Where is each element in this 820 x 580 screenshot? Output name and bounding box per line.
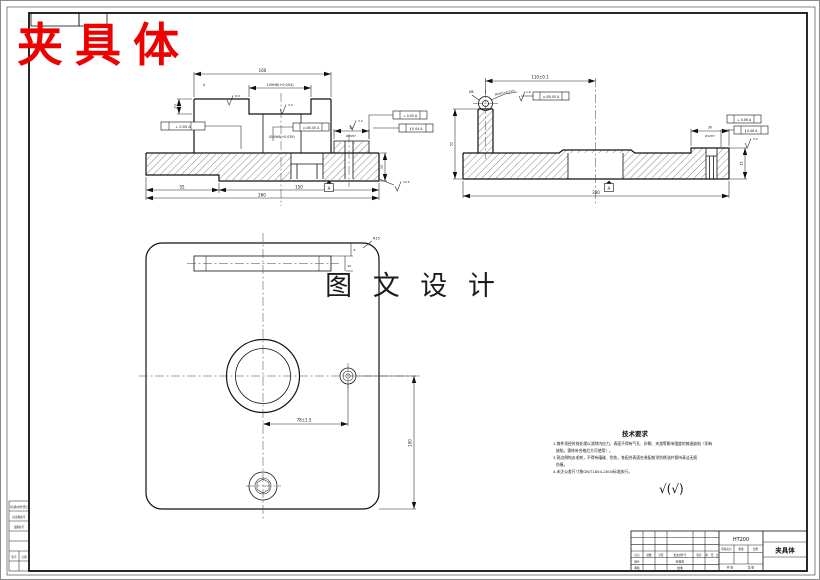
tb-stage: 阶段标记 (721, 547, 732, 551)
dim-overall-width: 160 (259, 68, 267, 73)
svg-text:⊥ 0.05 A: ⊥ 0.05 A (403, 114, 418, 118)
dim-boss-hole: Ø20H7 (346, 133, 356, 138)
tb-col-zone: 分区 (658, 553, 664, 557)
drawing-frame (6, 6, 816, 576)
edge-row-2: 旧底图总号 (13, 515, 26, 519)
gdt-frame-perpendicularity-2: ⊥ 0.05 A (368, 110, 428, 139)
gdt-frame-parallelism-side: ∥ 0.06 A (720, 125, 769, 147)
svg-text:3.2: 3.2 (288, 103, 293, 107)
svg-text:∥ 0.04 A: ∥ 0.04 A (410, 127, 424, 131)
gdt-frame-perpendicularity-side: ⊥ 0.06 A (726, 114, 762, 124)
svg-text:12.5: 12.5 (403, 180, 410, 184)
svg-text:6.3: 6.3 (235, 94, 240, 98)
tb-col-date: 年、月、日 (706, 553, 719, 557)
dim-boss-30: 30 (349, 126, 353, 130)
part-title: 夹具体 (17, 18, 191, 72)
svg-text:⊥ 0.06 A: ⊥ 0.06 A (737, 118, 752, 122)
tech-req-line-3: 3.锐边倒钝去毛刺，不得有磕碰、划伤，各配合表面在装配前涂防锈油并保持清洁无损 (553, 455, 697, 460)
technical-requirements: 技术要求 1.铸件须经时效处理以消除内应力，表面不得有气孔、砂眼、夹渣等影响强度… (553, 429, 712, 474)
tech-req-title: 技术要求 (622, 429, 649, 438)
roughness-1-6-pin: 1.6 (518, 90, 531, 102)
tb-standardize: 标准化 (676, 560, 685, 564)
roughness-3-2-boss: 3.2 (349, 119, 363, 131)
svg-text:A: A (608, 186, 611, 191)
datum-a-side: A (604, 180, 614, 192)
tech-req-line-1: 1.铸件须经时效处理以消除内应力，表面不得有气孔、砂眼、夹渣等影响强度的铸造缺陷… (553, 441, 712, 446)
dim-edge-4: 4 (203, 83, 206, 87)
side-section-view: 110±0.1 Ø8 Ø8H7(+0.015) 1.6 ◎ Ø0.05 A 52… (450, 75, 769, 206)
dim-slot-25: 25 (348, 264, 352, 268)
tb-sheet-no: 第 张 (748, 566, 755, 570)
edge-row-1: 借(通)用件登记 (10, 505, 28, 509)
watermark: 图 文 设 计 (325, 271, 501, 302)
dim-plate-15: 15 (380, 165, 384, 169)
plan-view: 78±1.5 100 R15 8 25 (139, 233, 421, 521)
title-strip-cell-2 (78, 12, 108, 27)
dim-100-vert: 100 (408, 439, 413, 447)
roughness-12-5-bottom: 12.5 (378, 178, 410, 192)
gdt-frame-position-pin: ◎ Ø0.05 A (521, 91, 570, 101)
gdt-frame-concentricity: ◎ Ø0.05 A (272, 122, 330, 141)
tb-audit: 审核 (634, 566, 640, 570)
tb-material: HT200 (733, 537, 749, 543)
dim-55: 55 (179, 185, 185, 190)
tb-col-count: 处数 (646, 553, 652, 557)
surface-finish-note: √(√) (659, 482, 684, 496)
front-section-view: 160 100H8(+0.054) 4 20 Ø40H8(+0.039) 30 … (145, 68, 434, 206)
dim-boss-30-side: 30 (708, 126, 712, 130)
dim-pin-d8: Ø8 (469, 89, 474, 94)
tb-col-signature: 签名 (696, 553, 702, 557)
dim-corner-r15: R15 (373, 237, 380, 241)
tb-col-mark: 标记 (634, 553, 640, 557)
svg-text:1.6: 1.6 (526, 90, 531, 94)
dim-330: 330 (592, 190, 600, 195)
tech-req-line-2: 缺陷，需修补合格后方可使用）。 (556, 448, 613, 453)
binding-edge-table: 借(通)用件登记 旧底图总号 底图总号 签字 日期 (8, 500, 30, 572)
title-block: 标记 处数 分区 更改文件号 签名 年、月、日 设计 审核 标准化 批准 HT2… (630, 530, 808, 572)
dim-150: 150 (295, 185, 303, 190)
tb-part-name: 夹具体 (775, 546, 795, 555)
gdt-frame-perpendicularity-1: ⊥ 0.05 A (160, 121, 242, 149)
dim-110: 110±0.1 (531, 75, 549, 80)
dim-260: 260 (258, 193, 266, 198)
tb-design: 设计 (634, 560, 640, 564)
svg-text:◎ Ø0.05 A: ◎ Ø0.05 A (303, 125, 320, 130)
dim-pin-d8h7: Ø8H7(+0.015) (494, 88, 515, 97)
roughness-6-3: 6.3 (226, 94, 240, 106)
dim-cavity-width: 100H8(+0.054) (266, 83, 294, 87)
svg-text:A: A (328, 186, 331, 191)
roughness-3-2-side: 3.2 (744, 137, 758, 149)
datum-a-front: A (324, 180, 334, 192)
dim-15-side: 15 (740, 161, 744, 165)
tech-req-line-4: 伤痕。 (556, 462, 567, 467)
roughness-3-2-cavity: 3.2 (279, 103, 293, 115)
dim-rim-height: 20 (174, 104, 178, 108)
edge-row-4: 签字 (11, 555, 17, 559)
dim-slot-8: 8 (354, 248, 356, 252)
gdt-frame-parallelism-1: ∥ 0.04 A (373, 123, 434, 133)
dim-52: 52 (450, 142, 454, 146)
dim-bore: Ø40H8(+0.039) (269, 134, 294, 139)
svg-text:∥ 0.06 A: ∥ 0.06 A (745, 129, 759, 133)
tb-sheets-total: 共 张 (727, 566, 734, 570)
edge-row-5: 日期 (21, 555, 27, 559)
svg-text:3.2: 3.2 (358, 119, 363, 123)
tb-col-docno: 更改文件号 (674, 553, 687, 557)
tech-req-line-5: 4.未注公差尺寸按GB/T1804-2000标准执行。 (553, 469, 632, 474)
tb-scale: 比例 (753, 547, 759, 551)
dim-hole-spacing: 78±1.5 (297, 418, 312, 423)
tb-weight: 重量 (738, 547, 744, 551)
edge-row-3: 底图总号 (14, 525, 25, 529)
svg-text:3.2: 3.2 (753, 137, 758, 141)
svg-text:◎ Ø0.05 A: ◎ Ø0.05 A (543, 94, 560, 99)
dim-d12h7: Ø12H7 (705, 133, 715, 138)
tb-approve: 批准 (677, 566, 683, 570)
svg-text:⊥ 0.05 A: ⊥ 0.05 A (175, 125, 191, 129)
